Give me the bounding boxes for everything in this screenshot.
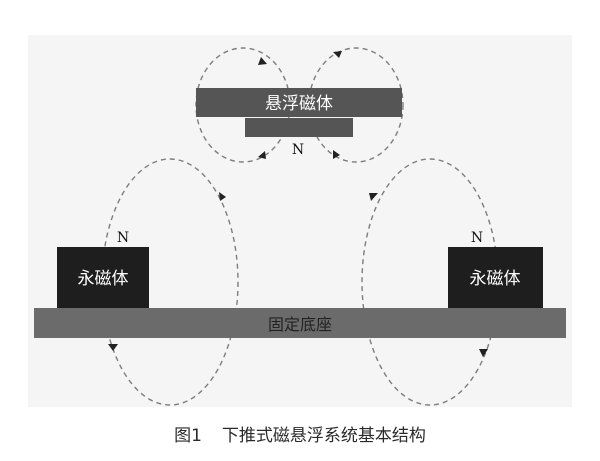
figure-canvas: 固定底座 永磁体 N 永磁体 N 悬浮磁体 N: [28, 35, 572, 407]
magnetic-levitation-diagram: 固定底座 永磁体 N 永磁体 N 悬浮磁体 N: [34, 47, 566, 406]
permanent-magnet-left: [57, 247, 149, 308]
arrowhead-left-loop-upper: [219, 192, 226, 201]
permanent-magnet-left-label: 永磁体: [78, 269, 129, 289]
arrowhead-right-loop-lower: [479, 349, 488, 357]
figure-caption: 图1 下推式磁悬浮系统基本结构: [0, 421, 600, 446]
arrowhead-top-right-loop-bottom: [333, 150, 340, 159]
permanent-magnet-right-label: 永磁体: [470, 269, 521, 289]
fixed-base-label: 固定底座: [268, 315, 332, 334]
arrowhead-left-loop-lower: [108, 344, 118, 351]
pole-label-top: N: [292, 142, 304, 158]
arrowhead-top-left-loop-bottom: [258, 151, 266, 159]
arrowhead-right-loop-upper: [369, 193, 378, 201]
pole-label-right: N: [471, 230, 483, 246]
levitating-magnet-lower: [245, 118, 353, 137]
levitating-magnet-label: 悬浮磁体: [265, 94, 333, 114]
pole-label-left: N: [117, 230, 129, 246]
permanent-magnet-right: [448, 247, 543, 308]
arrowhead-top-left-loop: [258, 57, 267, 65]
figure-title: 下推式磁悬浮系统基本结构: [221, 426, 426, 446]
fixed-base: [34, 308, 566, 338]
levitating-magnet-upper: [196, 88, 402, 117]
figure-number: 图1: [174, 426, 202, 446]
arrowhead-top-right-loop-top: [333, 51, 342, 58]
